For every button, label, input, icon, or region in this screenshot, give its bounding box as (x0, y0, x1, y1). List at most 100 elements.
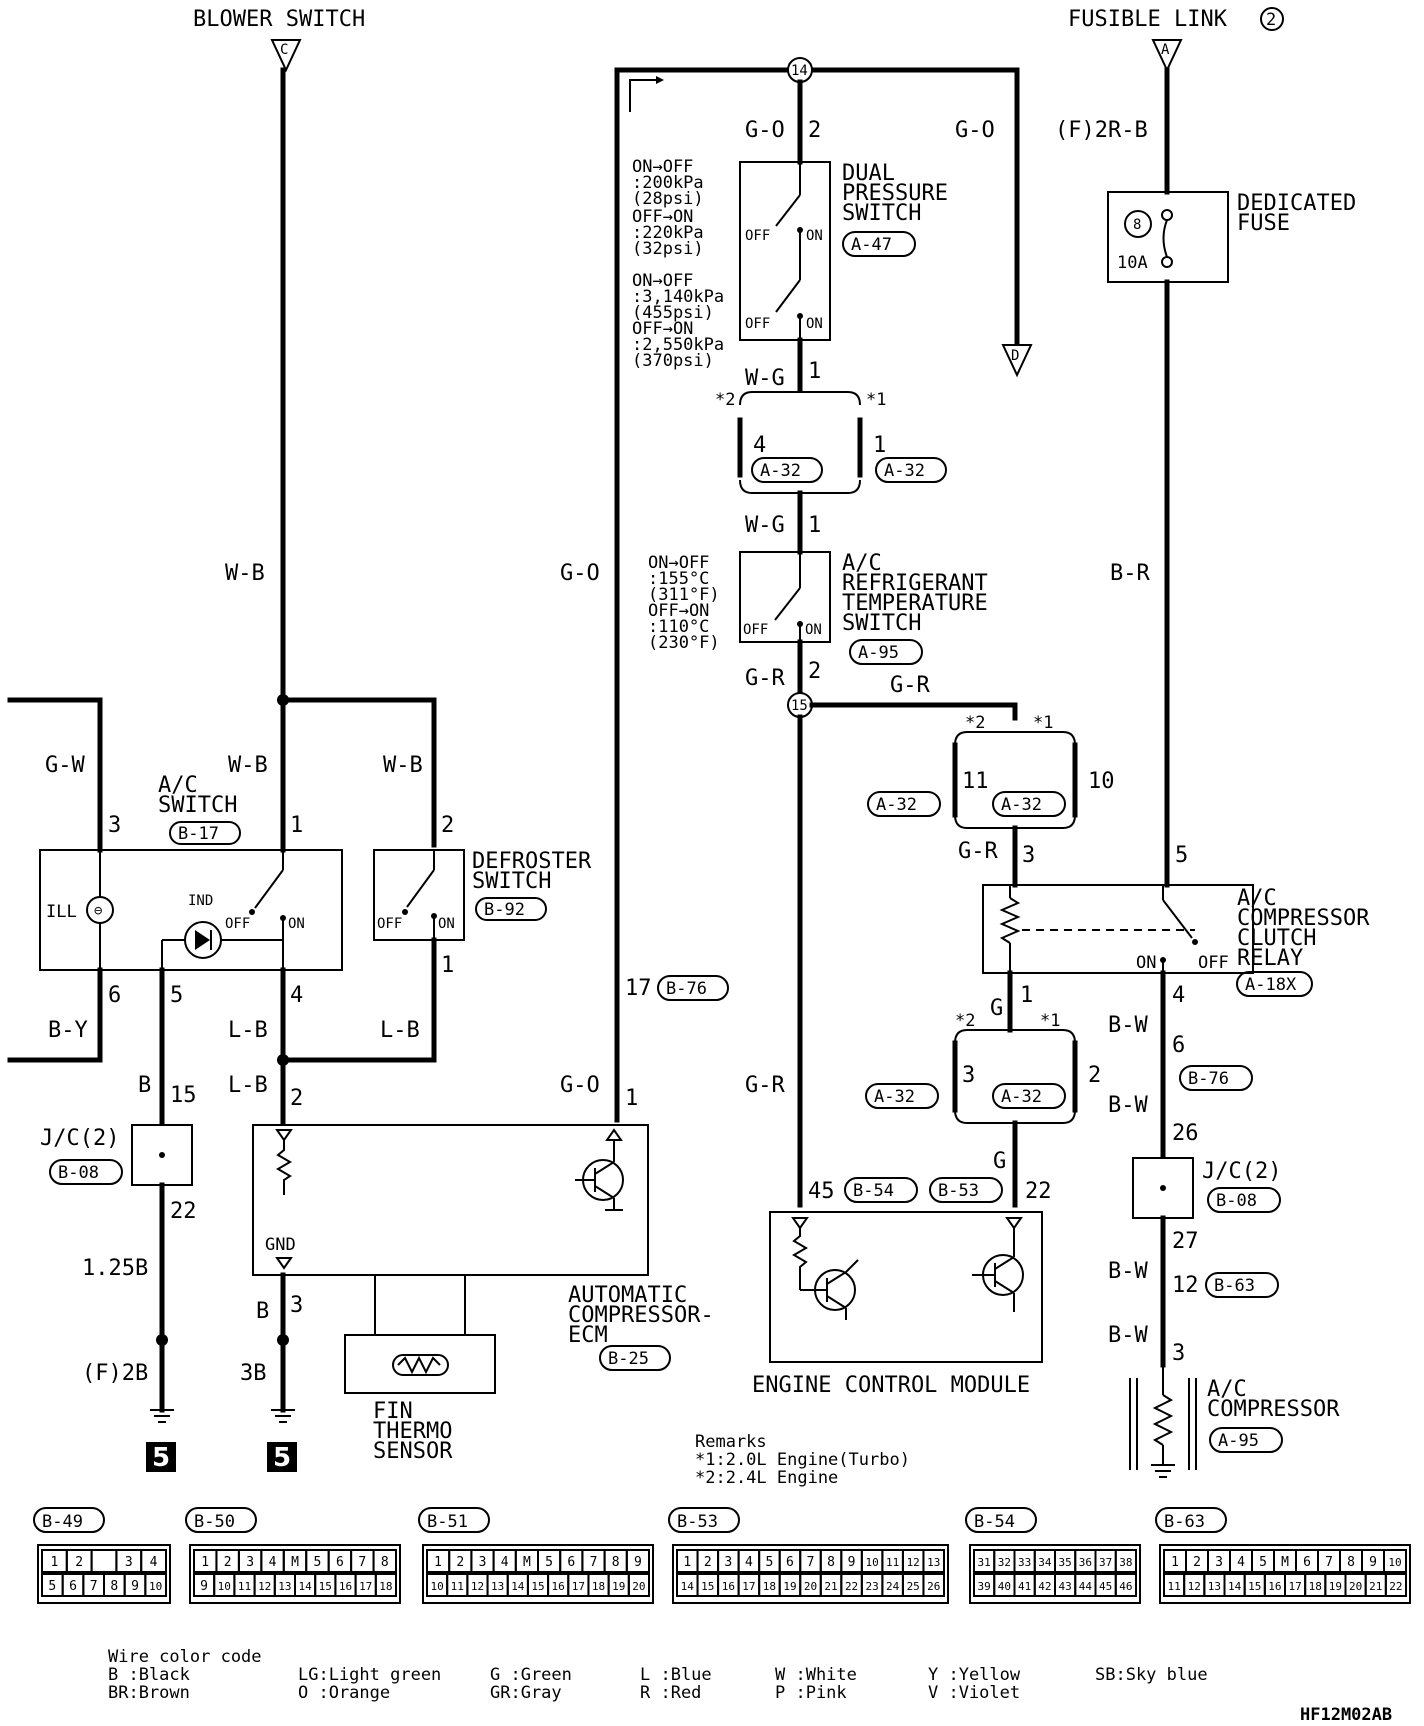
conn-a32-e: A-32 (874, 1087, 915, 1107)
conn-b63: B-63 (1214, 1276, 1255, 1296)
variant-mark: *2 (715, 390, 735, 410)
svg-text:C: C (280, 42, 288, 58)
ind-label: IND (188, 893, 213, 909)
wire-by: B-Y (48, 1018, 88, 1043)
ac-compressor-symbol (1129, 1365, 1197, 1478)
dp-off-2: OFF (745, 316, 770, 332)
svg-text:1: 1 (201, 1555, 209, 1570)
svg-text:10: 10 (865, 1556, 878, 1569)
svg-text:34: 34 (1038, 1556, 1052, 1569)
svg-text:35: 35 (1059, 1556, 1072, 1569)
svg-text:5: 5 (1259, 1555, 1267, 1570)
color-code-item: B :Black (108, 1665, 190, 1685)
conn-a32-b: A-32 (884, 461, 925, 481)
svg-text:14: 14 (298, 1580, 312, 1593)
svg-text:8: 8 (381, 1555, 389, 1570)
wire-3b: 3B (240, 1361, 267, 1386)
svg-text:20: 20 (632, 1580, 645, 1593)
wire-gr-c: G-R (958, 839, 998, 864)
wire-br: B-R (1110, 561, 1150, 586)
svg-text:3: 3 (125, 1555, 133, 1570)
wire-lb-a: L-B (228, 1018, 268, 1043)
pin-label: 5 (1175, 843, 1188, 868)
wire-go-top-l: G-O (745, 118, 785, 143)
wire-125b: 1.25B (82, 1256, 148, 1281)
wire-b-a: B (138, 1073, 151, 1098)
svg-text:10: 10 (149, 1580, 162, 1593)
pin-label: 3 (1022, 843, 1035, 868)
color-code-item: O :Orange (298, 1683, 390, 1703)
svg-text:5: 5 (314, 1555, 322, 1570)
svg-text:18: 18 (763, 1580, 776, 1593)
svg-text:32: 32 (998, 1556, 1011, 1569)
ecm-code: B-25 (608, 1349, 649, 1369)
svg-text:3: 3 (246, 1555, 254, 1570)
svg-text:36: 36 (1079, 1556, 1092, 1569)
wire-bw-c: B-W (1108, 1259, 1148, 1284)
splice-label: 15 (791, 698, 808, 714)
wire-gr-d: G-R (745, 1073, 785, 1098)
wire-wb-b: W-B (383, 753, 423, 778)
svg-text:4: 4 (745, 1555, 753, 1570)
thermistor-symbol (392, 1354, 449, 1376)
svg-text:M: M (1281, 1555, 1289, 1570)
wire-lb-c: L-B (228, 1073, 268, 1098)
svg-text:9: 9 (634, 1555, 642, 1570)
dp-spec-1: ON→OFF:200kPa(28psi)OFF→ON:220kPa(32psi) (632, 157, 704, 259)
color-code-item: L :Blue (640, 1665, 712, 1685)
svg-text:19: 19 (1329, 1580, 1342, 1593)
svg-text:19: 19 (783, 1580, 796, 1593)
fusible-link-number: 2 (1266, 10, 1276, 30)
rt-on: ON (805, 622, 822, 638)
svg-text:6: 6 (786, 1555, 794, 1570)
svg-text:37: 37 (1099, 1556, 1112, 1569)
svg-text:42: 42 (1038, 1580, 1051, 1593)
svg-text:15: 15 (531, 1580, 544, 1593)
ac-switch-box (39, 849, 343, 971)
wire-gr-a: G-R (745, 666, 785, 691)
wire-lb-b: L-B (380, 1018, 420, 1043)
svg-text:39: 39 (978, 1580, 991, 1593)
svg-text:6: 6 (336, 1555, 344, 1570)
svg-text:26: 26 (927, 1580, 940, 1593)
svg-text:13: 13 (1208, 1580, 1221, 1593)
dp-on-1: ON (806, 228, 823, 244)
svg-text:20: 20 (1349, 1580, 1362, 1593)
pin-label: 2 (808, 118, 821, 143)
ill-label: ILL (46, 902, 77, 922)
variant-mark: *2 (955, 1011, 975, 1031)
pin-label: 26 (1172, 1121, 1199, 1146)
wire-wb-main: W-B (225, 561, 265, 586)
ground-symbol (150, 1409, 174, 1423)
svg-text:15: 15 (701, 1580, 714, 1593)
pin-label: 3 (108, 813, 121, 838)
color-code-item: LG:Light green (298, 1665, 441, 1685)
pin-label: 5 (170, 983, 183, 1008)
pin-label: 27 (1172, 1229, 1199, 1254)
pin-label: 12 (1172, 1273, 1199, 1298)
color-code-item: R :Red (640, 1683, 701, 1703)
svg-text:B-53: B-53 (677, 1512, 718, 1532)
color-code-item: SB:Sky blue (1095, 1665, 1208, 1685)
ground-number: 5 (273, 1443, 291, 1473)
svg-text:16: 16 (339, 1580, 352, 1593)
jc-right-code: B-08 (1216, 1191, 1257, 1211)
dp-spec-2: ON→OFF:3,140kPa(455psi)OFF→ON:2,550kPa(3… (632, 271, 724, 371)
pin-label: 3 (1172, 1341, 1185, 1366)
svg-text:23: 23 (865, 1580, 878, 1593)
svg-text:8: 8 (827, 1555, 835, 1570)
svg-text:14: 14 (1228, 1580, 1242, 1593)
conn-b53: B-53 (938, 1181, 979, 1201)
pin-label: 2 (1088, 1063, 1101, 1088)
svg-text:2: 2 (75, 1555, 83, 1570)
ground-point-5b (267, 1442, 297, 1472)
pin-label: 4 (753, 433, 766, 458)
wire-go-left: G-O (560, 561, 600, 586)
svg-text:18: 18 (1309, 1580, 1322, 1593)
